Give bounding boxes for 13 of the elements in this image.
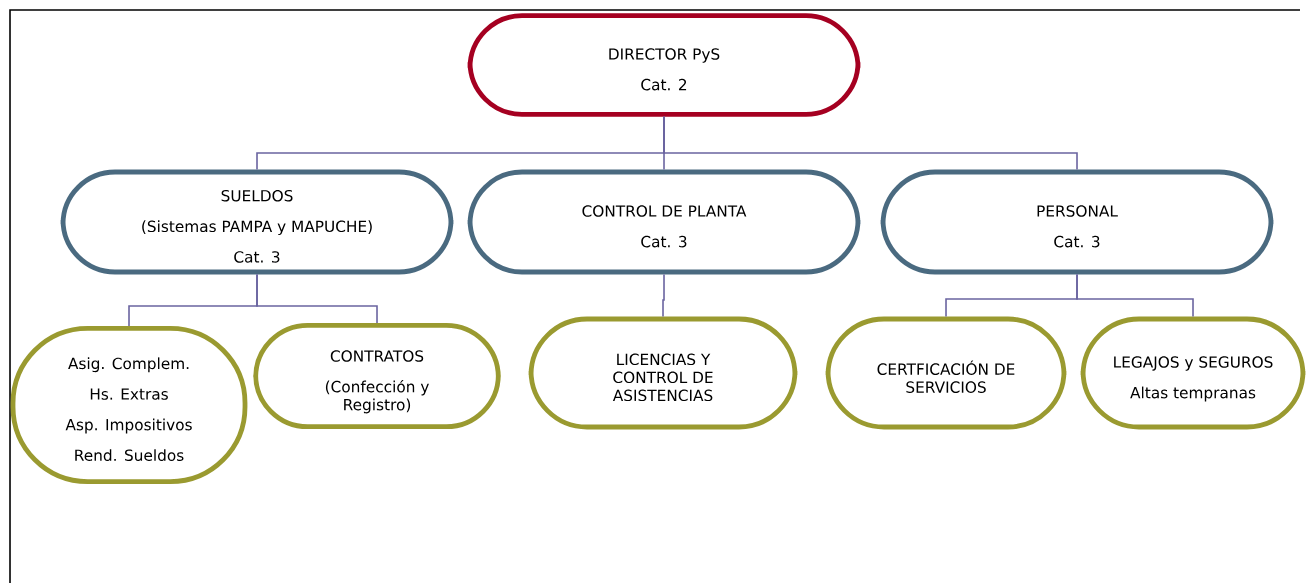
rounded-box: CONTRATOS (Confección y Registro) — [253, 322, 501, 430]
connector-line — [663, 115, 1078, 171]
connector-line — [256, 273, 378, 324]
rounded-box: LEGAJOS y SEGUROS Altas tempranas — [1080, 316, 1306, 430]
rounded-box: LICENCIAS Y CONTROL DE ASISTENCIAS — [528, 316, 798, 430]
rounded-box: Asig. Complem. Hs. Extras Asp. Impositivos Rend. Sueldos — [10, 325, 248, 485]
rounded-box: SUELDOS (Sistemas PAMPA y MAPUCHE) Cat. 3 — [60, 169, 454, 275]
rounded-box: DIRECTOR PyS Cat. 2 — [467, 13, 861, 117]
connector-line — [1076, 273, 1194, 318]
rounded-box: CERTFICACIÓN DE SERVICIOS — [825, 316, 1067, 430]
rounded-box: CONTROL DE PLANTA Cat. 3 — [467, 169, 861, 275]
rounded-box: PERSONAL Cat. 3 — [880, 169, 1274, 275]
connector-line — [662, 273, 665, 318]
